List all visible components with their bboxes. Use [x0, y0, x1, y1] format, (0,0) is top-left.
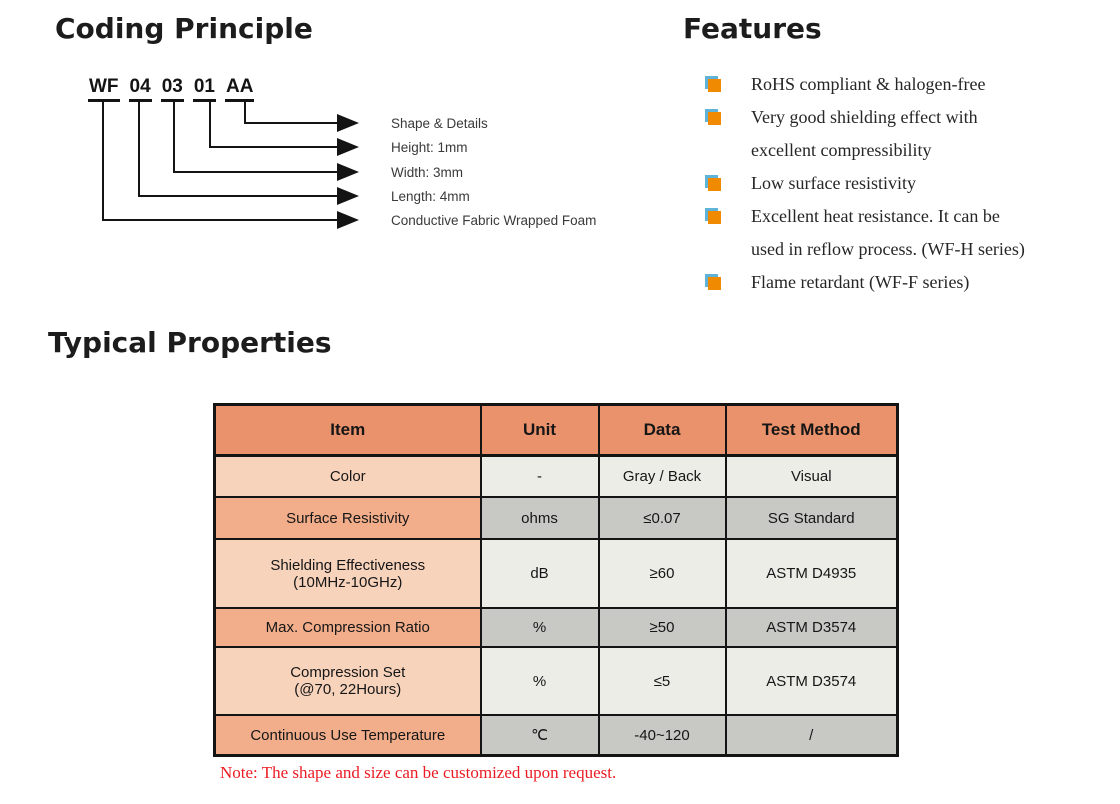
typical-properties-table: Item Unit Data Test Method Color - Gray … — [213, 403, 899, 757]
cell-unit: dB — [479, 538, 600, 609]
feature-text: Excellent heat resistance. It can be use… — [751, 206, 1025, 259]
feature-item: Very good shielding effect with excellen… — [700, 101, 1105, 167]
square-bullet-icon — [705, 175, 722, 192]
column-header-data: Data — [597, 403, 727, 457]
cell-test-method: SG Standard — [724, 496, 899, 540]
coding-label-length: Length: 4mm — [391, 189, 470, 204]
cell-test-method: ASTM D4935 — [724, 538, 899, 609]
features-list: RoHS compliant & halogen-free Very good … — [700, 68, 1105, 299]
cell-data: ≤0.07 — [597, 496, 727, 540]
feature-text: RoHS compliant & halogen-free — [751, 74, 986, 94]
cell-data: ≥60 — [597, 538, 727, 609]
feature-item: Low surface resistivity — [700, 167, 1105, 200]
code-segment-series: WF — [88, 76, 120, 102]
square-bullet-icon — [705, 109, 722, 126]
product-code: WF 04 03 01 AA — [88, 76, 255, 102]
column-header-item: Item — [213, 403, 482, 457]
coding-label-height: Height: 1mm — [391, 140, 468, 155]
square-bullet-icon — [705, 274, 722, 291]
cell-item: Max. Compression Ratio — [213, 607, 482, 648]
cell-item: Color — [213, 454, 482, 498]
code-segment-length: 04 — [128, 76, 152, 102]
cell-test-method: ASTM D3574 — [724, 607, 899, 648]
cell-item: Surface Resistivity — [213, 496, 482, 540]
cell-test-method: Visual — [724, 454, 899, 498]
table-row: Compression Set (@70, 22Hours) % ≤5 ASTM… — [213, 646, 899, 716]
column-header-test-method: Test Method — [724, 403, 899, 457]
cell-test-method: / — [724, 714, 899, 757]
square-bullet-icon — [705, 76, 722, 93]
cell-data: Gray / Back — [597, 454, 727, 498]
cell-data: -40~120 — [597, 714, 727, 757]
cell-unit: - — [479, 454, 600, 498]
coding-label-shape: Shape & Details — [391, 116, 488, 131]
feature-item: RoHS compliant & halogen-free — [700, 68, 1105, 101]
cell-item: Compression Set (@70, 22Hours) — [213, 646, 482, 716]
table-row: Continuous Use Temperature ℃ -40~120 / — [213, 714, 899, 757]
feature-text: Low surface resistivity — [751, 173, 916, 193]
table-row: Shielding Effectiveness (10MHz-10GHz) dB… — [213, 538, 899, 609]
feature-text: Very good shielding effect with excellen… — [751, 107, 978, 160]
typical-properties-title: Typical Properties — [48, 326, 332, 359]
code-segment-width: 03 — [160, 76, 184, 102]
coding-principle-title: Coding Principle — [55, 12, 313, 45]
code-segment-height: 01 — [192, 76, 216, 102]
cell-item: Continuous Use Temperature — [213, 714, 482, 757]
cell-unit: ohms — [479, 496, 600, 540]
features-title: Features — [683, 12, 822, 45]
cell-unit: ℃ — [479, 714, 600, 757]
cell-data: ≤5 — [597, 646, 727, 716]
table-row: Max. Compression Ratio % ≥50 ASTM D3574 — [213, 607, 899, 648]
code-segment-shape: AA — [224, 76, 255, 102]
cell-unit: % — [479, 607, 600, 648]
table-row: Surface Resistivity ohms ≤0.07 SG Standa… — [213, 496, 899, 540]
feature-item: Flame retardant (WF-F series) — [700, 266, 1105, 299]
cell-item: Shielding Effectiveness (10MHz-10GHz) — [213, 538, 482, 609]
table-row: Color - Gray / Back Visual — [213, 454, 899, 498]
cell-unit: % — [479, 646, 600, 716]
cell-data: ≥50 — [597, 607, 727, 648]
coding-label-width: Width: 3mm — [391, 165, 464, 180]
coding-label-material: Conductive Fabric Wrapped Foam — [391, 213, 597, 228]
square-bullet-icon — [705, 208, 722, 225]
table-header-row: Item Unit Data Test Method — [213, 403, 899, 457]
cell-test-method: ASTM D3574 — [724, 646, 899, 716]
column-header-unit: Unit — [479, 403, 600, 457]
feature-text: Flame retardant (WF-F series) — [751, 272, 970, 292]
customization-note: Note: The shape and size can be customiz… — [220, 763, 617, 782]
feature-item: Excellent heat resistance. It can be use… — [700, 200, 1105, 266]
